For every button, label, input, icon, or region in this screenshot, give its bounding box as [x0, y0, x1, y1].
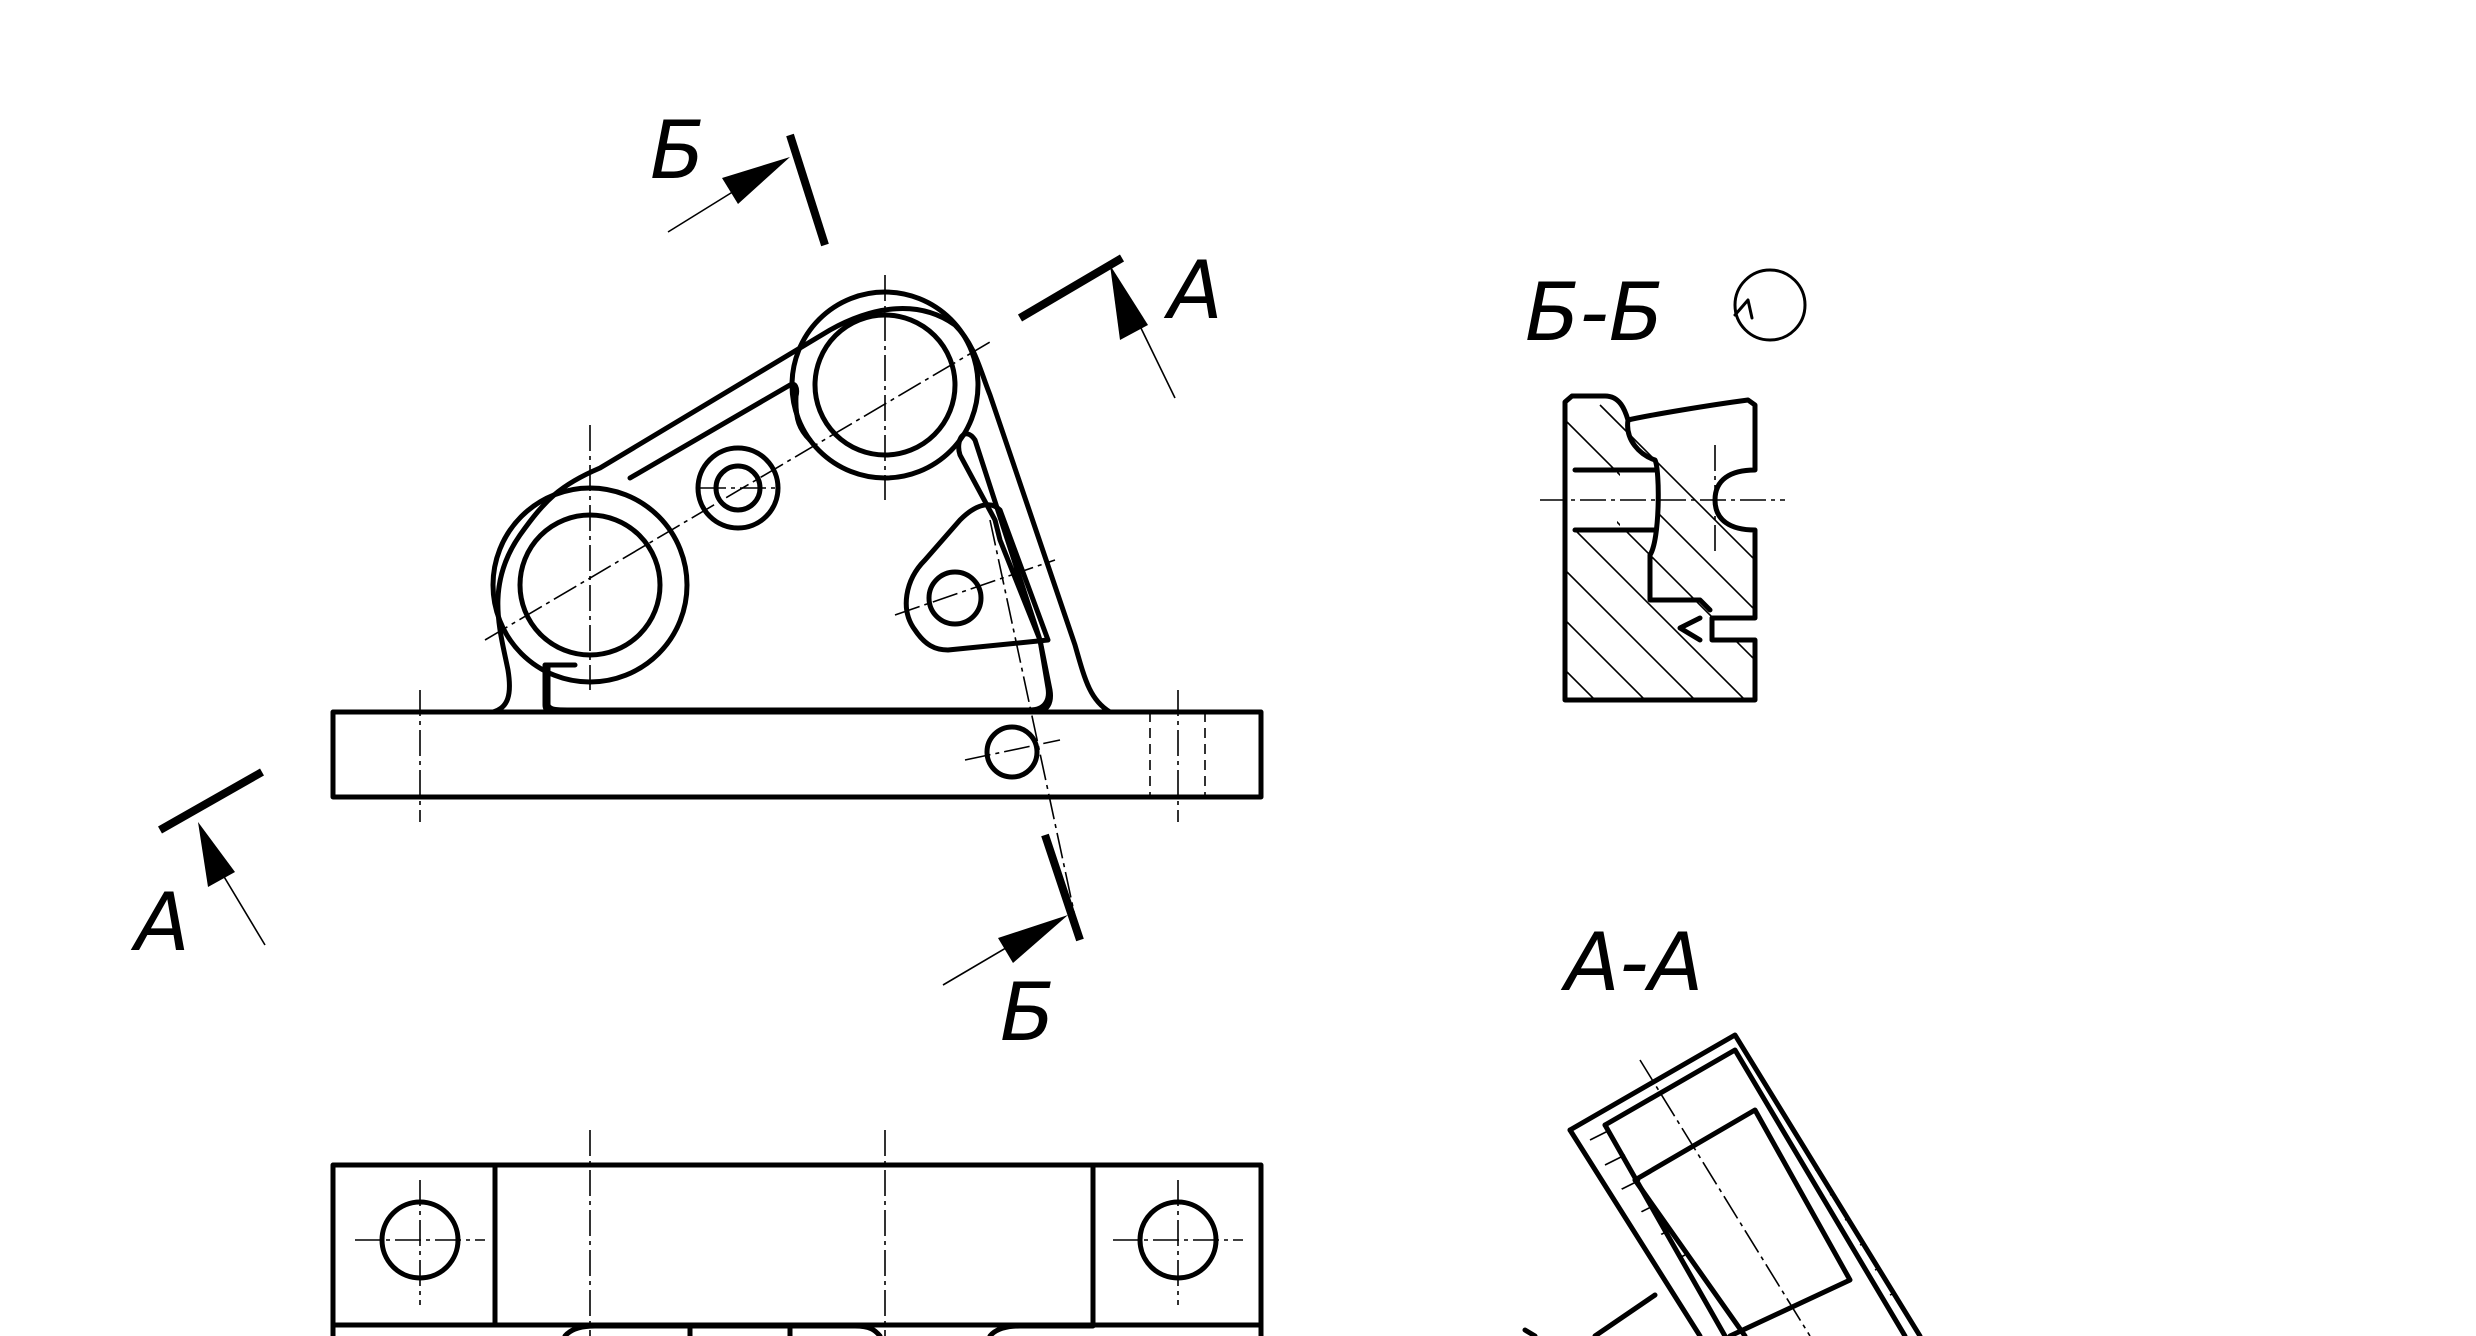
- base-small-hole: [984, 724, 1040, 780]
- section-a-a-view: А-А: [1522, 916, 1923, 1336]
- lug-outline: [903, 502, 1051, 653]
- section-b-label-bottom: Б: [1000, 966, 1055, 1059]
- top-view: [330, 1130, 1264, 1336]
- body-pocket-floor: [545, 637, 1051, 713]
- section-b-b-outline: [1562, 393, 1758, 703]
- section-a-a-bore: [1602, 1047, 1908, 1336]
- body-outline: [490, 306, 1113, 715]
- lug-hole: [926, 569, 984, 627]
- section-a-a-title: А-А: [1560, 916, 1703, 1009]
- section-b-marker-bottom: Б: [942, 833, 1084, 1059]
- section-a-a-outer: [1567, 1032, 1923, 1336]
- section-a-a-insert: [1632, 1107, 1853, 1336]
- section-a-label-bottom: А: [130, 876, 190, 969]
- section-a-marker-bottom: А: [130, 768, 266, 969]
- section-b-b-hatch: [1565, 404, 1755, 700]
- section-b-b-title: Б-Б: [1525, 266, 1664, 359]
- mid-boss-outer: [695, 445, 781, 531]
- front-view: [330, 275, 1264, 941]
- section-a-label-top: А: [1163, 244, 1223, 337]
- section-a-marker-top: А: [1017, 244, 1223, 399]
- section-b-b-view: Б-Б: [1525, 266, 1807, 703]
- body-pocket: [542, 431, 1053, 715]
- section-b-marker-top: Б: [650, 104, 829, 247]
- base-plate: [330, 709, 1264, 800]
- section-b-label-top: Б: [650, 104, 705, 197]
- rotated-view-icon: [1733, 268, 1807, 342]
